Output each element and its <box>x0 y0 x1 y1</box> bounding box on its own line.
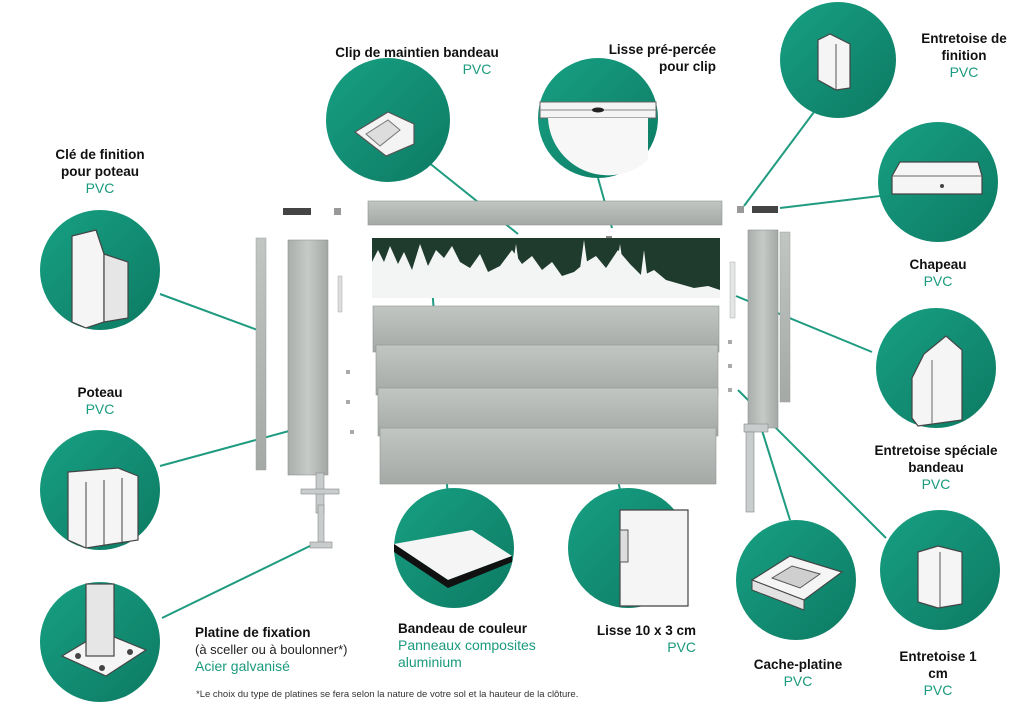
circle-platine <box>40 582 160 702</box>
callout-circles <box>40 2 1000 702</box>
label-bandeau-material1: Panneaux composites <box>398 637 536 653</box>
label-lisse-clip-title: Lisse pré-percée pour clip <box>608 42 716 74</box>
circle-clip <box>326 58 450 182</box>
label-platine: Platine de fixation (à sceller ou à boul… <box>195 624 385 675</box>
label-cle: Clé de finition pour poteau PVC <box>40 146 160 197</box>
circle-lisse-clip <box>538 58 658 178</box>
label-poteau-material: PVC <box>85 401 115 417</box>
circle-lisse <box>568 488 689 608</box>
label-entretoise-bandeau-material: PVC <box>921 476 951 492</box>
label-cache: Cache-platine PVC <box>746 656 850 690</box>
label-entretoise-bandeau: Entretoise spéciale bandeau PVC <box>874 442 998 493</box>
circle-bandeau <box>394 488 514 608</box>
label-lisse-title: Lisse 10 x 3 cm <box>596 623 696 638</box>
label-cle-title: Clé de finition pour poteau <box>55 147 145 179</box>
lower-rails <box>372 305 720 485</box>
right-post <box>747 229 779 429</box>
label-platine-title: Platine de fixation <box>195 625 311 640</box>
left-finishing-key <box>255 237 267 471</box>
label-clip-title: Clip de maintien bandeau <box>335 45 499 60</box>
label-bandeau-title: Bandeau de couleur <box>398 621 528 636</box>
label-platine-material: Acier galvanisé <box>195 658 290 674</box>
label-entretoise-1cm: Entretoise 1 cm PVC <box>898 648 978 699</box>
label-clip: Clip de maintien bandeau PVC <box>322 44 512 78</box>
label-chapeau: Chapeau PVC <box>898 256 978 290</box>
label-entretoise-bandeau-title: Entretoise spéciale bandeau <box>874 443 998 475</box>
right-small-spacer <box>737 206 744 213</box>
label-lisse-material: PVC <box>667 639 696 655</box>
left-spacer <box>337 275 343 313</box>
circle-entretoise-finition <box>780 2 896 118</box>
label-poteau-title: Poteau <box>77 385 123 400</box>
label-entretoise-finition-material: PVC <box>949 64 979 80</box>
circle-poteau <box>40 430 160 550</box>
left-post-assembly <box>255 208 354 549</box>
footnote: *Le choix du type de platines se fera se… <box>196 689 579 700</box>
label-bandeau: Bandeau de couleur Panneaux composites a… <box>398 620 578 671</box>
left-small-clip <box>334 208 341 215</box>
circle-cache <box>736 520 856 640</box>
label-lisse: Lisse 10 x 3 cm PVC <box>586 622 696 656</box>
top-rail <box>367 200 723 226</box>
rail-4 <box>379 427 717 485</box>
label-bandeau-material2: aluminium <box>398 654 462 670</box>
right-post-assembly <box>728 206 791 513</box>
label-poteau: Poteau PVC <box>60 384 140 418</box>
left-post-cap <box>283 208 311 215</box>
label-lisse-clip: Lisse pré-percée pour clip <box>566 41 716 75</box>
circle-entretoise-1cm <box>880 510 1000 630</box>
rail-2 <box>375 344 719 396</box>
line-platine <box>161 544 313 619</box>
right-finishing-key <box>779 231 791 403</box>
label-chapeau-material: PVC <box>923 273 953 289</box>
left-post <box>287 239 329 476</box>
circle-chapeau <box>878 122 998 242</box>
right-spacer <box>729 261 736 319</box>
label-platine-subtitle: (à sceller ou à boulonner*) <box>195 642 348 657</box>
line-entretoise-finition <box>743 111 815 207</box>
line-poteau <box>159 427 301 467</box>
line-cache <box>759 423 791 521</box>
circle-entretoise-bandeau <box>876 308 996 428</box>
label-cache-material: PVC <box>783 673 813 689</box>
label-chapeau-title: Chapeau <box>909 257 967 272</box>
circle-cle <box>40 210 160 330</box>
label-entretoise-finition-title: Entretoise de finition <box>921 31 1007 63</box>
label-entretoise-1cm-title: Entretoise 1 cm <box>899 649 977 681</box>
right-base-plate <box>743 423 769 513</box>
right-screws <box>728 340 732 392</box>
colour-band <box>372 238 720 298</box>
label-entretoise-1cm-material: PVC <box>923 682 953 698</box>
line-chapeau <box>779 195 881 209</box>
label-entretoise-finition: Entretoise de finition PVC <box>912 30 1016 81</box>
label-clip-material: PVC <box>462 61 492 77</box>
clip-hole <box>606 236 612 239</box>
label-cle-material: PVC <box>85 180 115 196</box>
line-cle <box>159 293 264 333</box>
rail-1 <box>372 305 720 353</box>
label-cache-title: Cache-platine <box>753 657 843 672</box>
left-screws <box>346 370 354 434</box>
left-base-plate <box>300 472 340 549</box>
right-post-cap <box>752 206 778 213</box>
